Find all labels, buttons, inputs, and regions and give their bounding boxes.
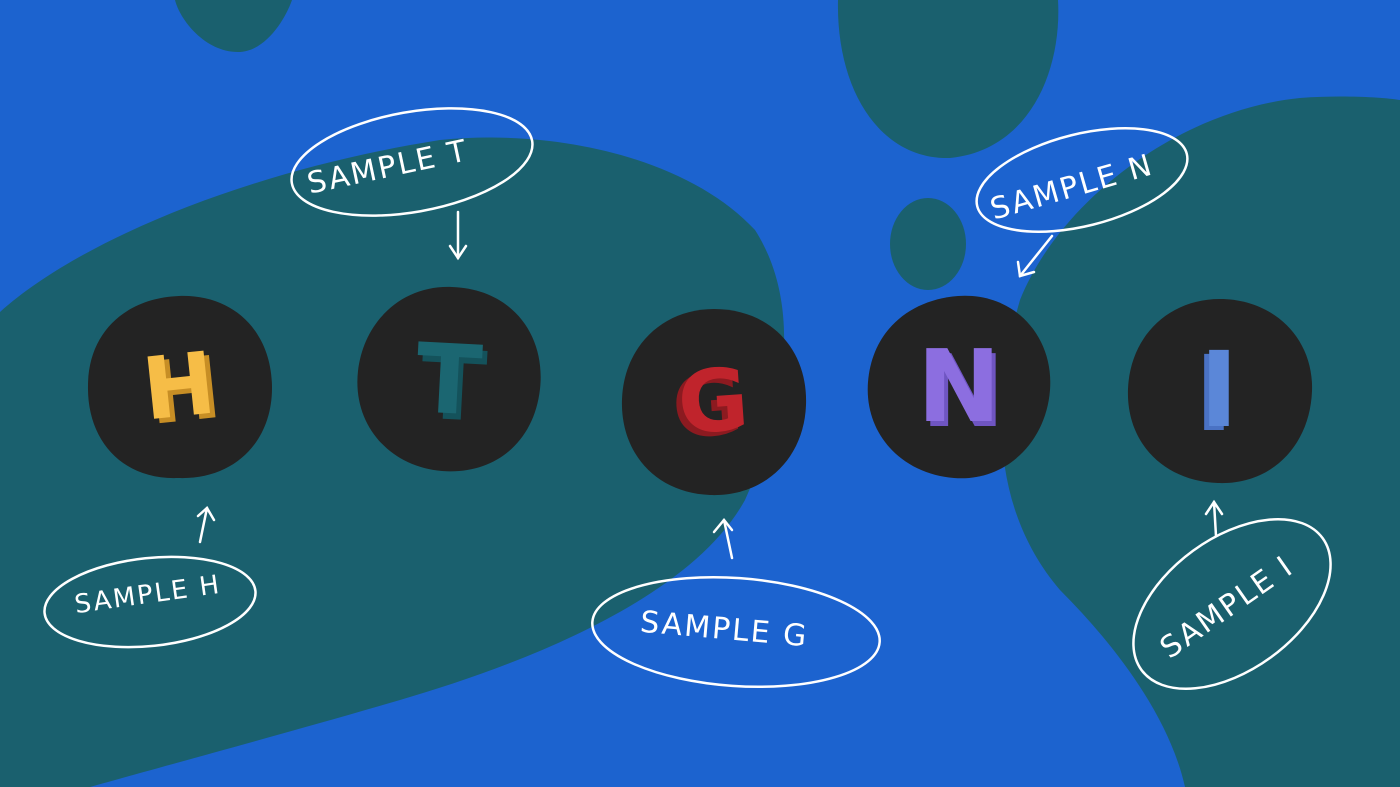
letter-circle-i: I (1124, 295, 1314, 485)
letter-circle-h: H (84, 292, 274, 482)
letter-circle-g: G (618, 307, 808, 497)
letter-g: G (674, 349, 752, 455)
letter-h: H (137, 333, 221, 441)
teal-blob-top-center (837, 0, 1059, 159)
letter-circle-n: N (864, 292, 1054, 482)
circle-shape (87, 295, 273, 479)
teal-blob-top-left (175, 0, 292, 52)
teal-blob-small (890, 198, 966, 290)
circle-shape (867, 295, 1051, 479)
letter-n: N (917, 328, 1001, 445)
circle-shape (621, 309, 807, 496)
letter-circle-t: T (354, 285, 544, 475)
circle-shape (1127, 299, 1313, 484)
circle-shape (357, 286, 541, 472)
letter-i: I (1199, 329, 1239, 451)
letter-t: T (413, 322, 485, 438)
